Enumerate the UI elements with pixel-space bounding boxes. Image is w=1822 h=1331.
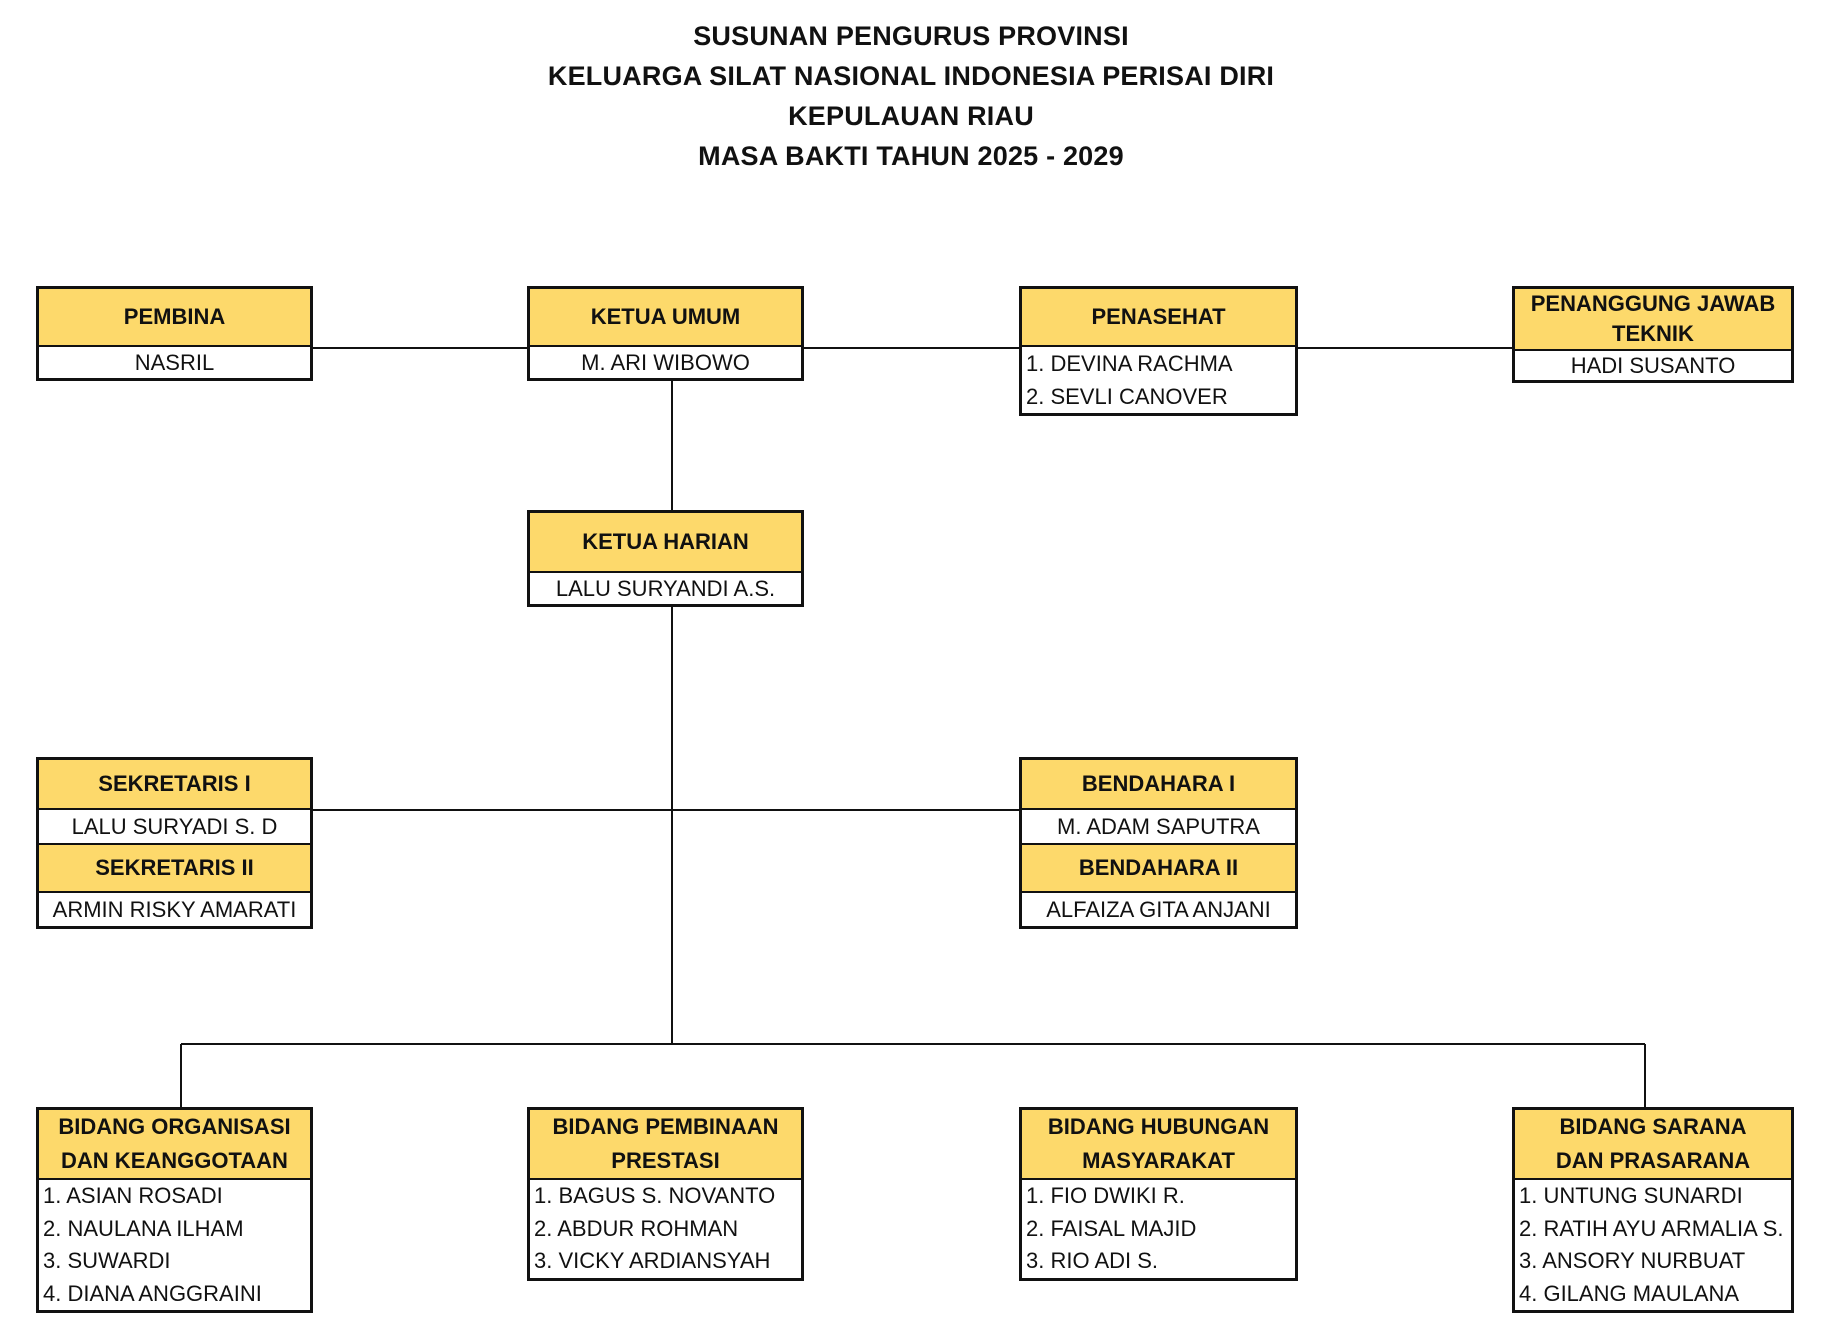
list-item: 3. ANSORY NURBUAT: [1519, 1248, 1746, 1273]
list-item: 1. UNTUNG SUNARDI: [1519, 1183, 1743, 1208]
role-line-1: BIDANG ORGANISASI: [58, 1114, 291, 1139]
box-role: PEMBINA: [39, 289, 310, 347]
box-role: BIDANG ORGANISASI DAN KEANGGOTAAN: [39, 1110, 310, 1180]
box-bidang-humas: BIDANG HUBUNGAN MASYARAKAT 1. FIO DWIKI …: [1019, 1107, 1298, 1281]
list-item: 3. RIO ADI S.: [1026, 1248, 1159, 1273]
role-line-1: PENANGGUNG JAWAB: [1530, 291, 1776, 316]
box-role: PENANGGUNG JAWAB TEKNIK: [1515, 289, 1791, 351]
box-person-name: HADI SUSANTO: [1570, 353, 1736, 378]
list-item: 1. FIO DWIKI R.: [1026, 1183, 1185, 1208]
box-role: KETUA UMUM: [530, 289, 801, 347]
role-line-2: DAN PRASARANA: [1555, 1148, 1751, 1173]
box-pembina: PEMBINA NASRIL: [36, 286, 313, 381]
box-penanggung-jawab-teknik: PENANGGUNG JAWAB TEKNIK HADI SUSANTO: [1512, 286, 1794, 383]
box-person-name-2: ARMIN RISKY AMARATI: [52, 897, 297, 922]
list-item: 1. ASIAN ROSADI: [43, 1183, 223, 1208]
box-role: PENASEHAT: [1022, 289, 1295, 347]
list-item: 4. DIANA ANGGRAINI: [43, 1280, 262, 1306]
list-item: 2. ABDUR ROHMAN: [534, 1215, 739, 1241]
list-item: 2. NAULANA ILHAM: [43, 1215, 244, 1241]
box-role-1: SEKRETARIS I: [39, 760, 310, 810]
list-item: 3. SUWARDI: [43, 1248, 171, 1273]
box-person-name-1: M. ADAM SAPUTRA: [1057, 814, 1260, 839]
box-person-name: NASRIL: [134, 350, 215, 375]
member-list: 1. UNTUNG SUNARDI 2. RATIH AYU ARMALIA S…: [1515, 1180, 1791, 1310]
list-item: 3. VICKY ARDIANSYAH: [534, 1248, 771, 1273]
box-person-name-2: ALFAIZA GITA ANJANI: [1046, 897, 1271, 922]
box-bendahara: BENDAHARA I M. ADAM SAPUTRA BENDAHARA II…: [1019, 757, 1298, 929]
member-list: 1. BAGUS S. NOVANTO 2. ABDUR ROHMAN 3. V…: [530, 1180, 801, 1278]
list-item: 2. SEVLI CANOVER: [1026, 384, 1228, 409]
box-bidang-organisasi: BIDANG ORGANISASI DAN KEANGGOTAAN 1. ASI…: [36, 1107, 313, 1313]
chart-title: SUSUNAN PENGURUS PROVINSI KELUARGA SILAT…: [0, 16, 1822, 176]
box-penasehat: PENASEHAT 1. DEVINA RACHMA 2. SEVLI CANO…: [1019, 286, 1298, 416]
box-person-name: M. ARI WIBOWO: [581, 350, 750, 375]
title-line-1: SUSUNAN PENGURUS PROVINSI: [693, 21, 1129, 51]
box-bidang-sarana: BIDANG SARANA DAN PRASARANA 1. UNTUNG SU…: [1512, 1107, 1794, 1313]
box-ketua-harian: KETUA HARIAN LALU SURYANDI A.S.: [527, 510, 804, 607]
box-person-name-1: LALU SURYADI S. D: [71, 814, 278, 839]
list-item: 1. DEVINA RACHMA: [1026, 351, 1233, 376]
list-item: 2. FAISAL MAJID: [1026, 1215, 1197, 1241]
list-item: 4. GILANG MAULANA: [1519, 1280, 1740, 1306]
role-line-1: BIDANG PEMBINAAN: [552, 1114, 779, 1139]
list-item: 2. RATIH AYU ARMALIA S.: [1519, 1215, 1784, 1241]
role-line-2: DAN KEANGGOTAAN: [61, 1148, 288, 1173]
role-line-2: MASYARAKAT: [1082, 1148, 1235, 1173]
box-role: KETUA HARIAN: [530, 513, 801, 573]
box-role: BIDANG HUBUNGAN MASYARAKAT: [1022, 1110, 1295, 1180]
role-line-2: PRESTASI: [611, 1148, 720, 1173]
role-line-2: TEKNIK: [1612, 321, 1694, 346]
title-line-4: MASA BAKTI TAHUN 2025 - 2029: [698, 141, 1124, 171]
member-list: 1. DEVINA RACHMA 2. SEVLI CANOVER: [1022, 347, 1295, 413]
box-person-name: LALU SURYANDI A.S.: [555, 576, 776, 601]
box-ketua-umum: KETUA UMUM M. ARI WIBOWO: [527, 286, 804, 381]
list-item: 1. BAGUS S. NOVANTO: [534, 1183, 776, 1208]
member-list: 1. FIO DWIKI R. 2. FAISAL MAJID 3. RIO A…: [1022, 1180, 1295, 1278]
box-role-2: BENDAHARA II: [1022, 843, 1295, 893]
box-role-2: SEKRETARIS II: [39, 843, 310, 893]
box-bidang-pembinaan: BIDANG PEMBINAAN PRESTASI 1. BAGUS S. NO…: [527, 1107, 804, 1281]
title-line-3: KEPULAUAN RIAU: [788, 101, 1034, 131]
role-line-1: BIDANG SARANA: [1559, 1114, 1747, 1139]
box-sekretaris: SEKRETARIS I LALU SURYADI S. D SEKRETARI…: [36, 757, 313, 929]
box-role: BIDANG SARANA DAN PRASARANA: [1515, 1110, 1791, 1180]
title-line-2: KELUARGA SILAT NASIONAL INDONESIA PERISA…: [547, 61, 1275, 91]
box-role-1: BENDAHARA I: [1022, 760, 1295, 810]
member-list: 1. ASIAN ROSADI 2. NAULANA ILHAM 3. SUWA…: [39, 1180, 310, 1310]
role-line-1: BIDANG HUBUNGAN: [1047, 1114, 1270, 1139]
box-role: BIDANG PEMBINAAN PRESTASI: [530, 1110, 801, 1180]
